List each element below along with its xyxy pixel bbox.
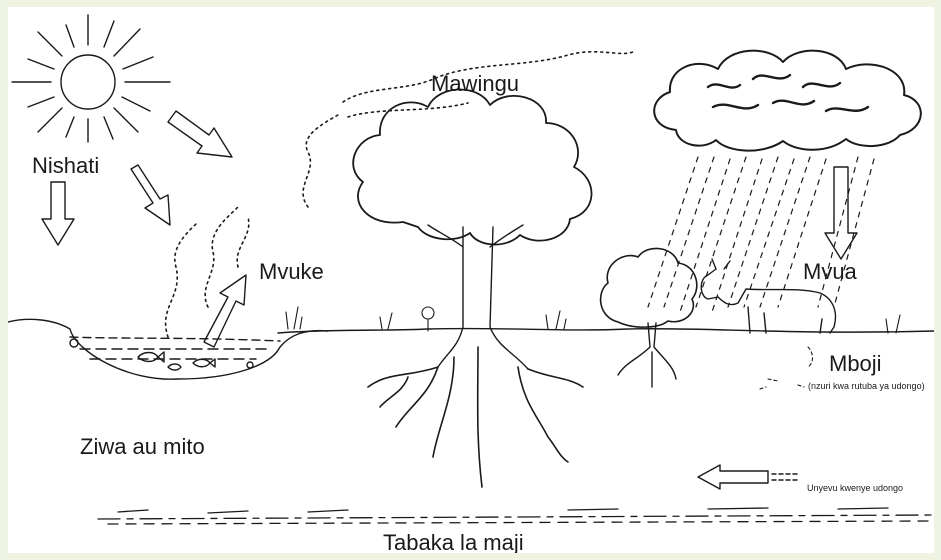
- tree-icon: [599, 247, 698, 388]
- ground-line: [277, 327, 934, 334]
- grass: [285, 306, 901, 334]
- arrow-icon: [824, 166, 858, 260]
- label-unyevu: Unyevu kwenye udongo: [807, 483, 904, 493]
- arrow-icon: [167, 110, 233, 158]
- arrow-icon: [130, 164, 171, 226]
- diagram-canvas: Nishati Mawingu Mvuke Mvua Mboji (nzuri …: [8, 7, 934, 553]
- compost: [759, 346, 814, 390]
- label-ziwa: Ziwa au mito: [80, 434, 205, 459]
- tree-icon: [352, 88, 593, 488]
- cow-icon: [700, 258, 837, 334]
- arrow-icon: [41, 181, 75, 246]
- label-mboji-note: (nzuri kwa rutuba ya udongo): [808, 381, 925, 391]
- cloud-icon: [653, 49, 922, 152]
- arrow-icon: [203, 274, 247, 348]
- fish-icon: [137, 351, 216, 371]
- energy-arrows: [41, 110, 233, 246]
- label-nishati: Nishati: [32, 153, 100, 178]
- water-cycle-illustration: [8, 14, 934, 525]
- label-tabaka: Tabaka la maji: [383, 530, 524, 554]
- label-mvuke: Mvuke: [259, 259, 324, 284]
- sun-icon: [11, 14, 171, 143]
- lake: [8, 318, 329, 380]
- rain: [647, 156, 875, 313]
- label-mawingu: Mawingu: [431, 71, 520, 96]
- label-mvua: Mvua: [803, 259, 857, 284]
- water-table: [97, 507, 934, 525]
- steam-wisps: [164, 50, 634, 338]
- label-mboji: Mboji: [829, 351, 882, 376]
- arrow-icon: [697, 464, 769, 490]
